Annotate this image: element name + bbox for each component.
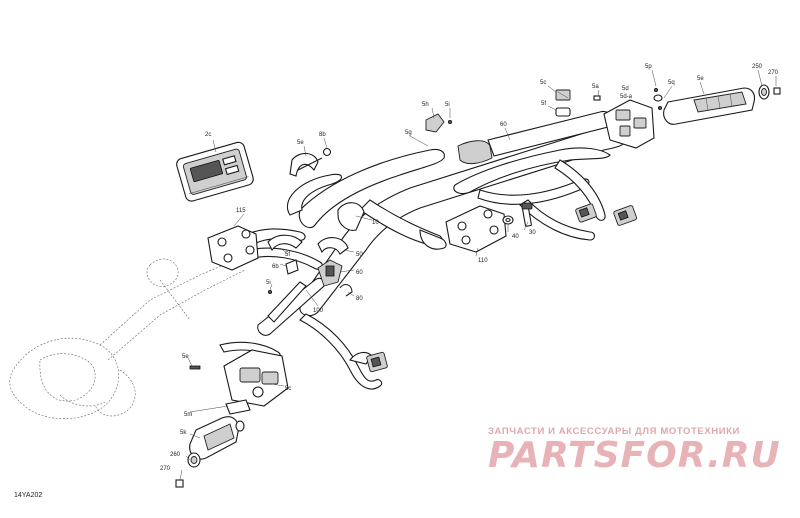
callout-270-top: 270 [768,70,779,76]
callout-8b: 8b [319,132,326,138]
grip-right [663,87,756,125]
handlebar-clamp-110 [445,205,507,253]
callout-5i-top: 5i [445,102,450,108]
callout-5h: 5h [422,102,429,108]
callout-5d-a: 5d-a [620,94,633,100]
bolt-30 [521,202,533,227]
screw-5c-left [189,365,201,370]
callout-60: 60 [356,270,363,276]
callout-5i-left: 5i [266,280,271,286]
bolt-270-bottom [175,479,184,488]
callout-115: 115 [236,208,246,214]
callout-110: 110 [478,258,488,264]
callout-5c: 5c [540,80,546,86]
callout-5c-left: 5c [285,386,291,392]
phantom-frame [9,257,246,420]
callout-5f: 5f [541,101,546,107]
watermark-brand: PARTSFOR.RU [488,435,781,476]
block-5f-top [555,107,571,117]
callout-5q: 5q [668,80,675,86]
callout-5e-right: 5e [697,76,704,82]
ring-5p [653,94,663,102]
callout-30: 30 [529,230,536,236]
callout-10: 10 [372,220,379,226]
handlebar-clamp-115 [207,225,259,271]
callout-250: 250 [752,64,763,70]
grip-left-cap-260 [187,452,201,468]
connector-right-2 [613,205,638,226]
bracket-5e-wire [289,152,323,177]
callout-5a: 5a [592,84,599,90]
callout-2c: 2c [205,132,211,138]
callout-5e-left: 5e [182,354,189,360]
clip-8b [322,147,332,157]
callout-5f-left: 5f [285,252,290,258]
callout-60-top: 60 [500,122,507,128]
connector-left [366,351,388,373]
clip-50 [317,237,349,255]
callout-labels: 2c 5e 8b 5g 5h 5i 60 5c 5f 5a 5d 5d-a 5p… [160,64,779,472]
washer-40 [502,215,514,225]
spring-5a [593,95,601,101]
cable-guide-60 [317,259,343,287]
hook-80 [339,283,353,297]
clip-6b [285,259,299,275]
callout-100: 100 [313,308,324,314]
throttle-housing [223,281,307,407]
callout-5d: 5d [622,86,629,92]
screw-5i-top [447,120,452,125]
callout-5p: 5p [645,64,652,70]
strap-5f [267,234,303,252]
spring-5c-top [555,89,571,101]
grip-right-cap-250 [758,84,770,100]
callout-80: 80 [356,296,363,302]
bolt-270-top [773,87,781,95]
callout-270-bottom: 270 [160,466,171,472]
callout-50: 50 [356,252,363,258]
left-switch-harness [219,313,383,390]
screw-5i-left [267,289,272,294]
handlebar [299,110,629,317]
grip-left [189,416,239,460]
clip-5h-top [425,113,445,133]
dot-5q [658,106,663,111]
hose-10 [337,202,365,231]
lever-5k [225,399,251,415]
callout-5g: 5g [405,130,412,136]
gauge-cluster [176,141,254,202]
callout-5e-top: 5e [297,140,304,146]
grip-left-ring-5m [235,420,245,432]
leader-lines [179,69,777,481]
callout-40: 40 [512,234,519,240]
dot-5d [654,88,659,93]
diagram-code: 14YA202 [14,492,43,499]
callout-6b: 6b [272,264,279,270]
connector-right-1 [575,203,597,223]
callout-260: 260 [170,452,181,458]
watermark-tagline: ЗАПЧАСТИ И АКСЕССУАРЫ ДЛЯ МОТОТЕХНИКИ [488,426,740,437]
callout-5k: 5k [180,430,187,436]
callout-5m: 5m [184,412,192,418]
right-switch-housing [603,99,655,149]
